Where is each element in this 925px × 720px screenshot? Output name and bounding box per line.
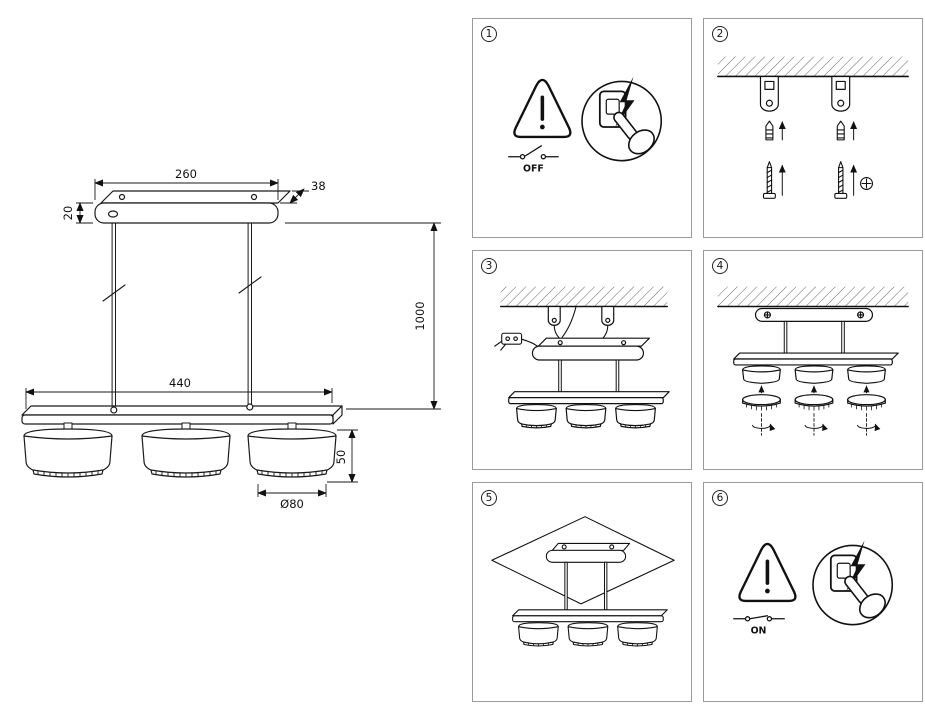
step-number: 2 — [712, 26, 728, 42]
lightning-icon — [614, 76, 635, 128]
dim-canopy-length: 260 — [94, 167, 279, 200]
diffuser-rings — [742, 394, 886, 411]
dim-canopy-height: 20 — [61, 202, 93, 224]
electricity-circle-icon — [812, 540, 894, 626]
spotlight-2 — [141, 428, 231, 478]
step-5-illustration — [491, 516, 675, 647]
ceiling-hatch — [717, 56, 909, 78]
step-panel-6: 6 ON — [703, 482, 923, 702]
step-3-illustration — [494, 286, 670, 429]
dim-spot-diameter-label: Ø80 — [280, 497, 304, 511]
canopy — [94, 190, 291, 224]
electricity-warning-circle-icon — [581, 76, 663, 162]
hand-icon — [613, 111, 655, 155]
step-panel-3: 3 — [472, 250, 692, 470]
screw-left-icon — [762, 161, 776, 199]
light-bar — [21, 403, 343, 425]
step-1-illustration: OFF — [508, 76, 663, 175]
canopy — [545, 542, 631, 563]
dim-spot-diameter: Ø80 — [257, 484, 327, 511]
canopy — [531, 337, 650, 361]
ceiling-bracket-right — [601, 305, 615, 326]
spotlights — [516, 403, 656, 429]
twist-lock-symbols — [752, 413, 881, 436]
dim-spot-height: 50 — [327, 429, 358, 483]
ceiling-bracket-left — [547, 305, 561, 326]
power-on-label: ON — [751, 626, 767, 637]
mounting-bracket-left — [759, 75, 779, 112]
step-panel-2: 2 — [703, 18, 923, 238]
step-6-illustration: ON — [733, 540, 894, 637]
dim-spot-height-label: 50 — [334, 450, 348, 465]
light-bar — [512, 609, 668, 623]
step-number: 1 — [481, 26, 497, 42]
ceiling-hatch — [499, 286, 669, 308]
wall-anchor-right-icon — [836, 120, 845, 141]
dim-canopy-length-label: 260 — [175, 167, 197, 181]
power-on-switch-icon — [733, 615, 785, 622]
light-bar — [733, 352, 899, 366]
step-number: 6 — [712, 490, 728, 506]
rod-length-adjuster-slashes — [102, 276, 262, 302]
phillips-screw-head-icon — [860, 177, 873, 190]
mounting-bracket-right — [831, 75, 851, 112]
dim-pendant-height-label: 1000 — [413, 301, 427, 330]
hand-icon — [844, 575, 886, 619]
technical-drawing: 260 38 20 440 — [21, 167, 441, 511]
light-bar — [508, 391, 670, 405]
warning-triangle-icon — [738, 542, 797, 603]
rods — [783, 320, 845, 358]
dim-bar-length: 440 — [25, 376, 333, 409]
dim-canopy-height-label: 20 — [61, 206, 75, 221]
wall-anchor-left-icon — [765, 120, 774, 141]
spotlight-bodies — [742, 365, 886, 384]
step-panel-5: 5 — [472, 482, 692, 702]
dim-pendant-height: 1000 — [285, 222, 441, 410]
warning-triangle-icon — [513, 78, 572, 139]
step-number: 4 — [712, 258, 728, 274]
spotlight-3 — [247, 428, 337, 478]
rods — [558, 359, 620, 397]
step-4-illustration — [717, 286, 909, 436]
step-number: 5 — [481, 490, 497, 506]
step-2-illustration — [717, 56, 909, 199]
step-panel-1: 1 OFF — [472, 18, 692, 238]
ceiling-hatch — [717, 286, 909, 308]
canopy-mounted — [754, 307, 874, 322]
lightning-icon — [845, 540, 866, 592]
spotlight-1 — [23, 428, 113, 478]
spotlights — [518, 622, 658, 647]
step-number: 3 — [481, 258, 497, 274]
dim-bar-length-label: 440 — [169, 376, 191, 390]
dim-canopy-depth-label: 38 — [311, 179, 326, 193]
power-off-switch-icon — [508, 145, 559, 160]
power-off-label: OFF — [523, 164, 544, 175]
screw-right-icon — [834, 161, 848, 199]
step-panel-4: 4 — [703, 250, 923, 470]
attach-up-arrows — [758, 385, 870, 394]
wire-connector-hand-icon — [494, 332, 538, 351]
dim-canopy-depth: 38 — [280, 179, 326, 204]
